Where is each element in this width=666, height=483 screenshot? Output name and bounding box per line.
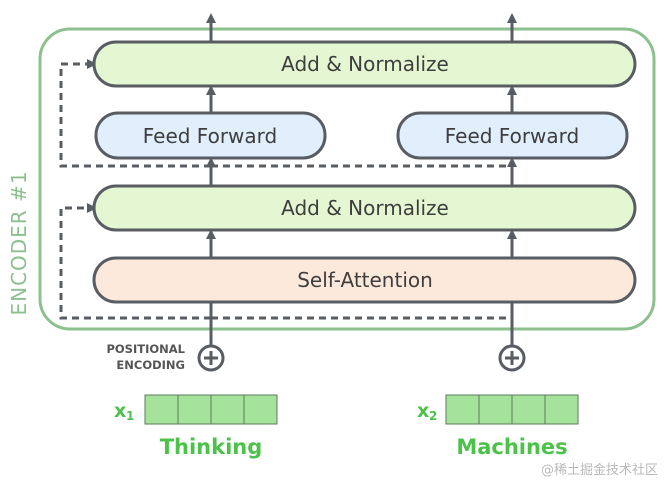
input-2-subscript: 2 — [429, 409, 437, 423]
self-attention-label: Self-Attention — [297, 268, 433, 292]
encoder-label: ENCODER #1 — [7, 170, 31, 315]
vector-cell — [243, 394, 278, 425]
residual-connection-upper — [59, 59, 211, 168]
vector-cell — [177, 394, 212, 425]
input-1-subscript: 1 — [126, 409, 134, 423]
add-normalize-top-label: Add & Normalize — [281, 52, 449, 76]
plus-circle-icon — [498, 344, 526, 372]
feed-forward-right-label: Feed Forward — [445, 124, 580, 148]
feed-forward-right-box — [396, 111, 629, 160]
input-2-symbol: x — [417, 400, 429, 422]
plus-circle-icon — [197, 344, 225, 372]
input-2-vector — [445, 394, 579, 425]
input-2-word: Machines — [456, 435, 567, 459]
feed-forward-left-box — [94, 111, 327, 160]
add-normalize-bottom-box — [92, 184, 637, 232]
positional-encoding-label-line1: POSITIONAL — [106, 342, 185, 356]
vector-cell — [511, 394, 546, 425]
input-1-vector — [144, 394, 278, 425]
encoder-container — [38, 27, 656, 331]
residual-connection-lower — [59, 203, 211, 320]
watermark: @稀土掘金技术社区 — [541, 462, 658, 478]
vector-cell — [544, 394, 579, 425]
input-1-word: Thinking — [160, 435, 263, 459]
feed-forward-left-label: Feed Forward — [143, 124, 278, 148]
vector-cell — [144, 394, 179, 425]
add-normalize-bottom-label: Add & Normalize — [281, 196, 449, 220]
input-1-symbol: x — [114, 400, 126, 422]
add-normalize-top-box — [92, 40, 637, 88]
positional-encoding-label-line2: ENCODING — [116, 358, 185, 372]
vector-cell — [478, 394, 513, 425]
vector-cell — [210, 394, 245, 425]
vector-cell — [445, 394, 480, 425]
self-attention-box — [92, 256, 637, 304]
